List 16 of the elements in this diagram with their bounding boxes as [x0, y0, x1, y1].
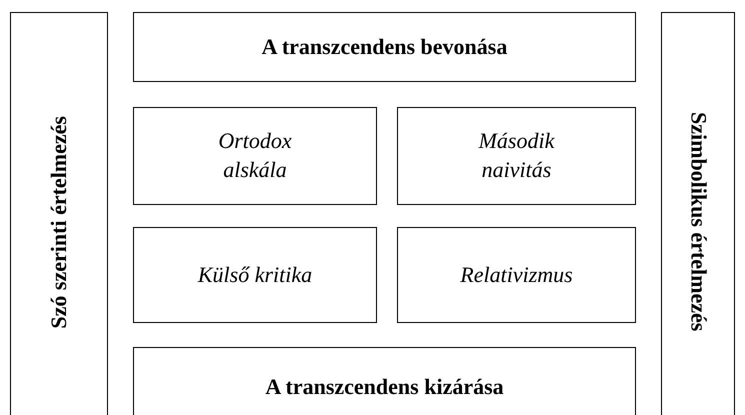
box-label: Ortodox alskála: [217, 127, 293, 184]
box-label: A transzcendens kizárása: [265, 372, 504, 401]
box-label: Szimbolikus értelmezés: [685, 112, 712, 332]
side-panel: [10, 12, 108, 415]
quadrant-box: [133, 227, 377, 323]
box-label: Külső kritika: [198, 260, 312, 289]
quadrant-box: [133, 107, 377, 205]
box-label: A transzcendens bevonása: [262, 32, 508, 61]
side-panel: [661, 12, 735, 415]
quadrant-box: [397, 107, 636, 205]
footer-box: [133, 347, 636, 415]
header-box: [133, 12, 636, 82]
box-label: Szó szerinti értelmezés: [44, 116, 72, 328]
box-label: Második naivitás: [477, 127, 556, 184]
box-label: Relativizmus: [460, 260, 573, 289]
quadrant-box: [397, 227, 636, 323]
